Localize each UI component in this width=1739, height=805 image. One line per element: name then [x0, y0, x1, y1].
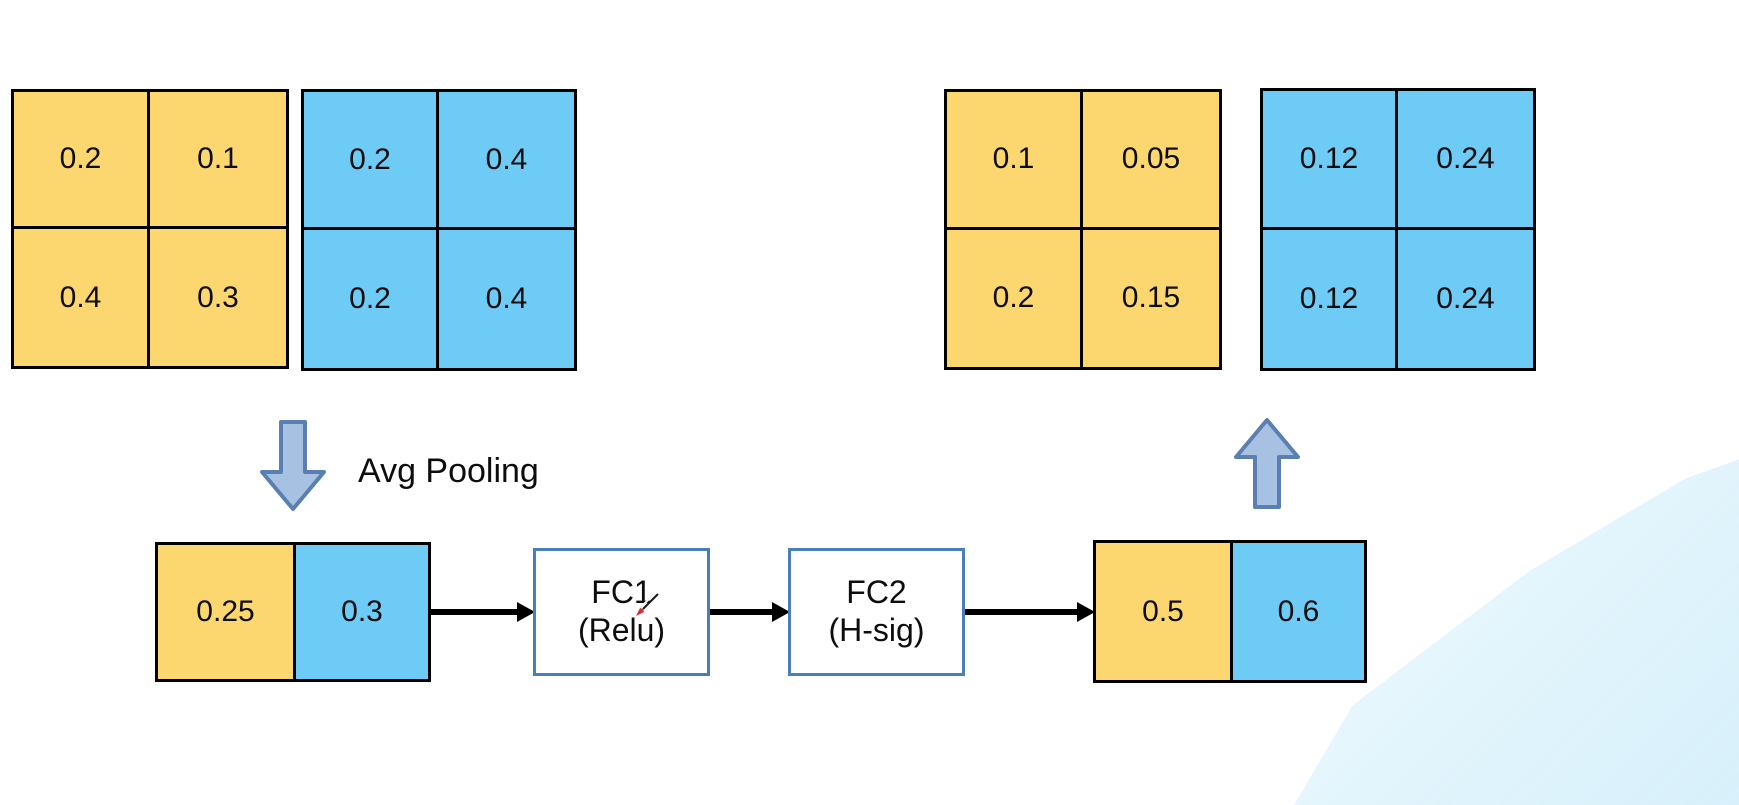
fc1-activation: (Relu) [577, 612, 666, 648]
arrow-right-icon [710, 600, 790, 624]
output-feature-map-blue: 0.12 0.24 0.12 0.24 [1260, 88, 1536, 371]
scale-vector: 0.5 0.6 [1093, 540, 1367, 683]
grid-cell: 0.4 [439, 92, 574, 230]
grid-cell: 0.4 [439, 230, 574, 368]
fc2-activation: (H-sig) [828, 612, 925, 648]
grid-cell: 0.2 [304, 230, 439, 368]
fc1-title: FC1 [591, 574, 652, 611]
pooled-vector-cell: 0.3 [293, 545, 428, 679]
grid-cell: 0.05 [1083, 92, 1219, 230]
grid-cell: 0.2 [14, 92, 150, 229]
input-feature-map-yellow: 0.2 0.1 0.4 0.3 [11, 89, 289, 369]
fc2-block[interactable]: FC2 (H-sig) [788, 548, 965, 676]
output-feature-map-yellow: 0.1 0.05 0.2 0.15 [944, 89, 1222, 370]
grid-cell: 0.12 [1263, 91, 1398, 230]
grid-cell: 0.2 [304, 92, 439, 230]
grid-cell: 0.24 [1398, 229, 1533, 368]
grid-cell: 0.1 [947, 92, 1083, 230]
grid-cell: 0.24 [1398, 91, 1533, 230]
grid-cell: 0.15 [1083, 229, 1219, 367]
input-feature-map-blue: 0.2 0.4 0.2 0.4 [301, 89, 577, 371]
fc2-title: FC2 [846, 574, 907, 611]
grid-cell: 0.4 [14, 229, 150, 366]
grid-cell: 0.3 [150, 229, 286, 366]
fc1-block[interactable]: FC1 (Relu) [533, 548, 710, 676]
grid-cell: 0.1 [150, 92, 286, 229]
scale-vector-cell: 0.6 [1230, 543, 1364, 680]
avg-pooling-label: Avg Pooling [358, 452, 539, 490]
pooled-vector-cell: 0.25 [158, 545, 293, 679]
arrow-right-icon [965, 600, 1095, 624]
grid-cell: 0.2 [947, 229, 1083, 367]
pooled-vector: 0.25 0.3 [155, 542, 431, 682]
grid-cell: 0.12 [1263, 229, 1398, 368]
arrow-right-icon [431, 600, 535, 624]
scale-vector-cell: 0.5 [1096, 543, 1230, 680]
